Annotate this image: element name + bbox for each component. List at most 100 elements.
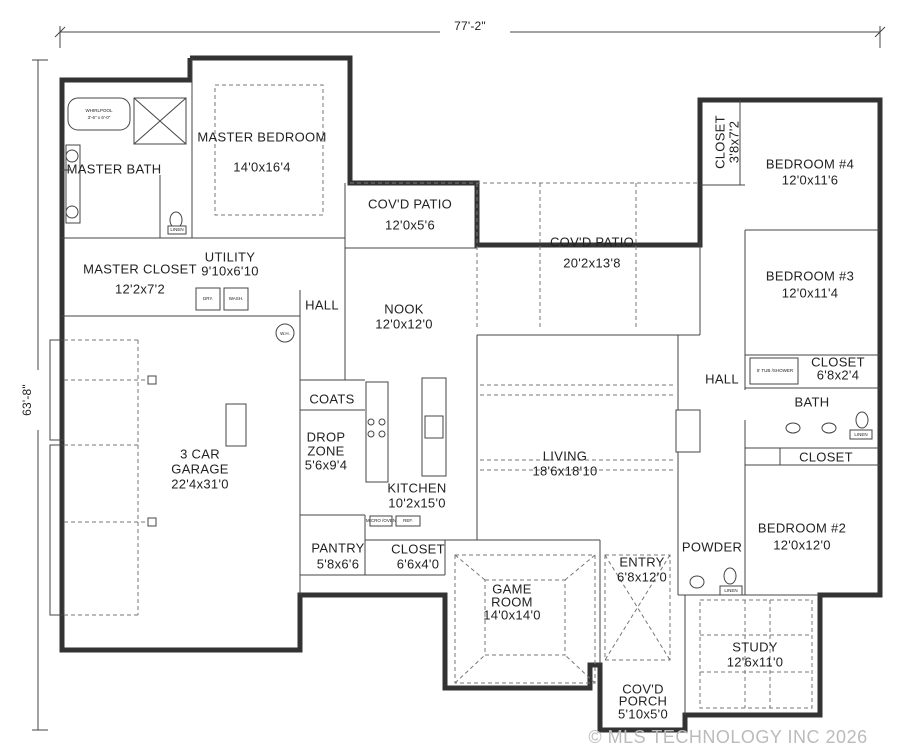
room-name: ENTRY (619, 554, 664, 569)
room-name-line2: ROOM (491, 594, 533, 609)
exterior-walls (59, 55, 883, 733)
ref-label: REF. (403, 518, 413, 523)
room-closet-bed3: CLOSET 6'8x2'4 (811, 354, 865, 382)
room-bath: BATH (795, 394, 830, 409)
linen-label-bath: LINEN (854, 432, 867, 437)
water-heater-label: W.H. (280, 331, 290, 336)
room-name-line2: ZONE (307, 443, 344, 458)
tub-shower-label: 5' TUB /SHOWER (757, 368, 794, 373)
room-nook: NOOK 12'0x12'0 (375, 301, 433, 331)
room-coats: COATS (309, 391, 354, 406)
sink-icon (689, 575, 705, 589)
room-name: BEDROOM #4 (766, 156, 854, 171)
room-dims: 18'6x18'10 (532, 463, 597, 478)
dryer-icon (195, 287, 221, 311)
room-kitchen: KITCHEN 10'2x15'0 (387, 480, 446, 510)
whirlpool-size-label: 3'-6" x 6'-0" (88, 115, 111, 120)
room-utility: UTILITY 9'10x6'10 (201, 249, 259, 278)
room-entry: ENTRY 6'8x12'0 (617, 554, 667, 584)
room-dims: 6'6x4'0 (397, 556, 439, 571)
room-dims: 5'8x6'6 (317, 556, 359, 571)
room-dims: 10'2x15'0 (388, 495, 446, 510)
linen-label-master: LINEN (170, 227, 183, 232)
room-name: MASTER BEDROOM (197, 129, 326, 144)
room-name: UTILITY (205, 249, 256, 264)
depth-dimension-label: 63'-8" (20, 384, 34, 416)
room-dims: 20'2x13'8 (563, 255, 621, 270)
room-name: STUDY (732, 639, 778, 654)
dryer-label: DRY. (203, 296, 213, 301)
refrigerator-icon (395, 515, 421, 527)
washer-icon (223, 287, 249, 311)
room-drop-zone: DROP ZONE 5'6x9'4 (305, 429, 347, 472)
toilet-icon (855, 411, 869, 429)
washer-label: WASH. (229, 296, 244, 301)
overall-depth-dimension: 63'-8" (20, 59, 48, 731)
room-closet-kitchen: CLOSET 6'6x4'0 (391, 541, 445, 571)
room-dims: 9'10x6'10 (201, 263, 259, 278)
room-dims: 12'0x11'6 (782, 172, 839, 187)
room-name: COV'D PATIO (368, 196, 452, 211)
room-dims: 12'0x12'0 (375, 316, 433, 331)
room-name-line1: DROP (307, 429, 346, 444)
room-hall-right: HALL (705, 371, 739, 386)
ceiling-lines (214, 84, 813, 709)
garage-doors (49, 339, 247, 616)
room-name-line2: GARAGE (171, 461, 228, 476)
room-name: NOOK (384, 301, 424, 316)
micro-oven-icon (369, 515, 393, 527)
room-name: MASTER BATH (67, 161, 162, 176)
whirlpool-label: WHIRLPOOL (85, 108, 113, 113)
room-master-closet: MASTER CLOSET 12'2x7'2 (83, 261, 196, 296)
room-dims: 5'6x9'4 (305, 457, 347, 472)
room-name: POWDER (682, 539, 742, 554)
bathtub-icon (749, 357, 799, 385)
room-garage: 3 CAR GARAGE 22'4x31'0 (171, 446, 229, 491)
linen-label-powder: LINEN (724, 588, 737, 593)
room-name: BEDROOM #2 (758, 520, 846, 535)
room-dims: 14'0x16'4 (233, 159, 291, 174)
cooktop-burner-icon (378, 430, 386, 438)
room-dims: 12'0x11'4 (782, 285, 839, 300)
room-dims: 6'8x12'0 (617, 569, 667, 584)
room-closet-bed4: CLOSET 3'8x7'2 (712, 115, 741, 169)
room-dims: 5'10x5'0 (618, 706, 668, 721)
room-game-room: GAME ROOM 14'0x14'0 (483, 581, 540, 622)
room-dims: 22'4x31'0 (171, 476, 229, 491)
micro-oven-label: MICRO /OVEN (366, 518, 396, 523)
room-name: BEDROOM #3 (766, 268, 854, 283)
linen-cabinet-icon (167, 225, 187, 235)
room-covd-patio-large: COV'D PATIO 20'2x13'8 (550, 234, 634, 270)
overall-width-dimension: 77'-2" (54, 19, 886, 48)
room-dims: 12'0x12'0 (773, 537, 831, 552)
room-dims: 12'0x5'6 (385, 217, 435, 232)
room-name: KITCHEN (387, 480, 446, 495)
cooktop-burner-icon (378, 418, 386, 426)
room-name: BATH (795, 394, 830, 409)
room-dims: 3'8x7'2 (726, 121, 741, 163)
room-name: CLOSET (799, 449, 853, 464)
room-name: HALL (305, 297, 339, 312)
sink-icon (821, 422, 837, 434)
water-heater-icon (275, 323, 295, 343)
room-master-bedroom: MASTER BEDROOM 14'0x16'4 (197, 129, 326, 174)
room-covd-porch: COV'D PORCH 5'10x5'0 (618, 681, 668, 721)
watermark-text: © MLS TECHNOLOGY INC 2026 (588, 727, 867, 747)
room-name: CLOSET (712, 115, 727, 169)
room-name: LIVING (543, 448, 587, 463)
room-name: COV'D PATIO (550, 234, 634, 249)
room-name: HALL (705, 371, 739, 386)
room-covd-patio-small: COV'D PATIO 12'0x5'6 (368, 196, 452, 232)
room-powder: POWDER (682, 539, 742, 554)
sink-icon (65, 149, 79, 163)
room-dims: 12'2x7'2 (115, 281, 165, 296)
room-name: COATS (309, 391, 354, 406)
cooktop-burner-icon (367, 418, 375, 426)
kitchen-sink-icon (424, 415, 444, 439)
width-dimension-label: 77'-2" (454, 19, 486, 33)
kitchen-counter-icon (365, 381, 389, 483)
cooktop-burner-icon (367, 430, 375, 438)
sink-icon (65, 205, 79, 219)
fireplace-icon (675, 409, 701, 453)
room-dims: 12'6x11'0 (727, 654, 784, 669)
